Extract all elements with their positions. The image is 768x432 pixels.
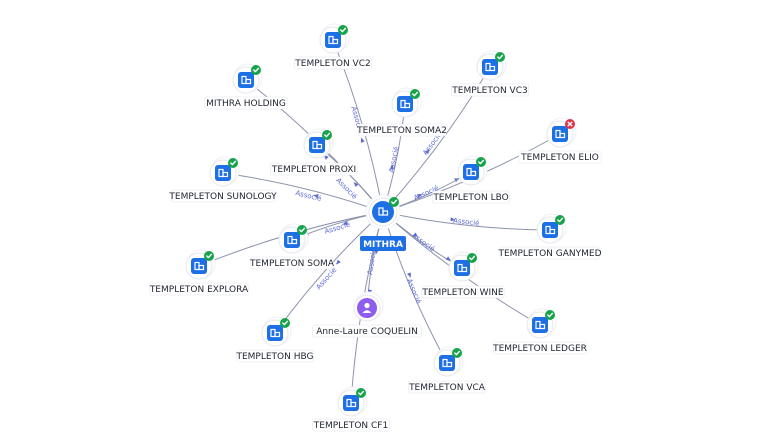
node-soma[interactable]: TEMPLETON SOMA (249, 223, 335, 270)
node-vc3[interactable]: TEMPLETON VC3 (451, 50, 529, 97)
check-badge-icon (452, 348, 462, 358)
check-badge-icon (297, 225, 307, 235)
edge-sunology (222, 172, 384, 213)
node-label: TEMPLETON WINE (421, 288, 504, 298)
edge-arrow-soma (342, 221, 348, 225)
edge-label-sunology: Associé (295, 189, 323, 203)
edge-arrow-hbg (335, 259, 341, 265)
node-label: TEMPLETON VC3 (451, 86, 527, 96)
node-sunology[interactable]: TEMPLETON SUNOLOGY (168, 156, 277, 203)
node-label: TEMPLETON GANYMED (498, 249, 602, 259)
edge-label-wine: Associé (410, 231, 436, 253)
edge-vca (382, 211, 448, 364)
node-vc2[interactable]: TEMPLETON VC2 (294, 23, 372, 70)
node-soma2[interactable]: TEMPLETON SOMA2 (356, 87, 447, 137)
check-badge-icon (467, 253, 477, 263)
edge-label-coquelin: Associé (366, 248, 378, 275)
edge-ganymed (382, 211, 551, 231)
edge-arrow-wine (412, 232, 419, 237)
node-label: TEMPLETON EXPLORA (149, 285, 249, 295)
edge-arrow-soma2 (389, 164, 394, 170)
node-label: TEMPLETON VC2 (294, 59, 370, 69)
error-badge-icon (565, 119, 575, 129)
node-label: TEMPLETON LBO (432, 193, 508, 203)
node-label: TEMPLETON VCA (408, 383, 486, 393)
node-label: TEMPLETON SOMA (249, 259, 335, 269)
edge-arrow-ganymed (450, 217, 456, 222)
node-mithra-holding[interactable]: MITHRA HOLDING (204, 63, 288, 110)
edge-label-soma2: Associé (387, 146, 400, 174)
check-badge-icon (322, 130, 332, 140)
node-wine[interactable]: TEMPLETON WINE (421, 251, 505, 299)
node-label: MITHRA HOLDING (206, 99, 286, 109)
node-label: TEMPLETON SUNOLOGY (168, 192, 277, 202)
edge-arrow-vca (407, 272, 411, 278)
check-badge-icon (555, 215, 565, 225)
node-label: Anne-Laure COQUELIN (316, 327, 418, 337)
check-badge-icon (545, 310, 555, 320)
node-elio[interactable]: TEMPLETON ELIO (518, 117, 602, 164)
center-node-label: MITHRA (363, 240, 403, 250)
edge-label-ganymed: Associé (453, 217, 480, 228)
node-cf1[interactable]: TEMPLETON CF1 (312, 386, 390, 432)
node-label: TEMPLETON SOMA2 (356, 126, 447, 136)
check-badge-icon (204, 251, 214, 261)
node-explora[interactable]: TEMPLETON EXPLORA (149, 249, 249, 296)
check-badge-icon (338, 25, 348, 35)
check-badge-icon (280, 318, 290, 328)
node-ganymed[interactable]: TEMPLETON GANYMED (498, 213, 602, 260)
node-ledger[interactable]: TEMPLETON LEDGER (492, 308, 587, 355)
edge-arrow-proxi (353, 182, 359, 188)
node-coquelin[interactable]: Anne-Laure COQUELIN (312, 291, 422, 338)
node-lbo[interactable]: TEMPLETON LBO (432, 155, 510, 204)
edge-arrow-ledger (445, 256, 451, 261)
node-vca[interactable]: TEMPLETON VCA (408, 346, 486, 394)
check-badge-icon (356, 388, 366, 398)
edge-hbg (274, 211, 384, 334)
edge-arrow-sunology (313, 194, 319, 199)
node-label: TEMPLETON HBG (235, 352, 313, 362)
check-badge-icon (389, 197, 399, 207)
check-badge-icon (410, 89, 420, 99)
node-label: TEMPLETON PROXI (271, 165, 356, 175)
check-badge-icon (495, 52, 505, 62)
edge-arrow-vc3 (424, 149, 430, 155)
check-badge-icon (476, 157, 486, 167)
node-label: TEMPLETON CF1 (313, 421, 388, 431)
center-node-mithra[interactable]: MITHRA (360, 194, 406, 251)
edge-arrow-lbo (416, 194, 423, 199)
node-hbg[interactable]: TEMPLETON HBG (235, 316, 314, 363)
edge-arrow-vc2 (360, 137, 365, 143)
edge-label-soma: Associé (324, 220, 352, 235)
check-badge-icon (228, 158, 238, 168)
check-badge-icon (251, 65, 261, 75)
node-label: TEMPLETON LEDGER (492, 344, 587, 354)
node-label: TEMPLETON ELIO (520, 153, 599, 163)
node-proxi[interactable]: TEMPLETON PROXI (269, 128, 359, 176)
edge-label-vca: Associé (405, 277, 423, 304)
